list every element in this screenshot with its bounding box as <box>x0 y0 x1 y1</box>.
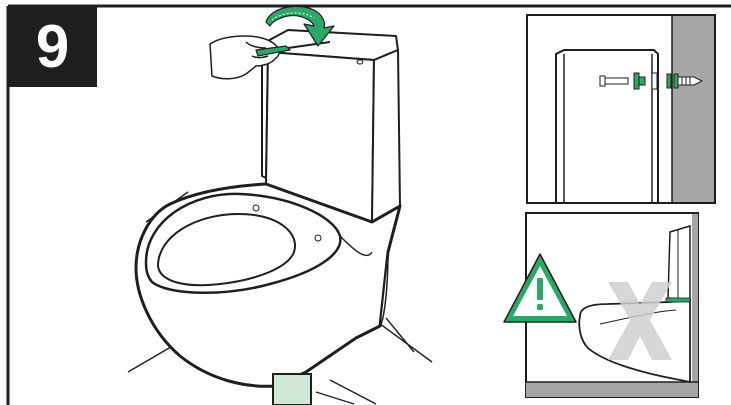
floor <box>526 382 698 397</box>
seat-hole <box>315 235 321 241</box>
inset-fixing-detail <box>526 14 716 204</box>
seat-hole <box>253 205 259 211</box>
step-number-badge: 9 <box>8 6 97 87</box>
wall <box>672 16 714 202</box>
inset-warning-detail <box>500 212 700 398</box>
wall <box>692 214 698 396</box>
wall-fixing <box>666 298 690 302</box>
floor-marker <box>273 374 311 405</box>
